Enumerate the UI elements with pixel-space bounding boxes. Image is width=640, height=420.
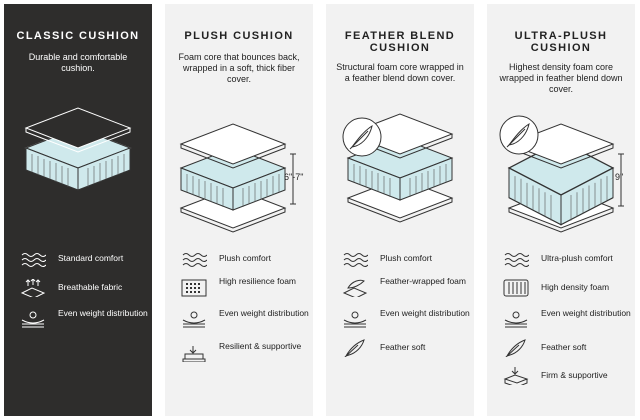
feature-item: Feather soft [503,336,631,362]
wave-icon [504,253,529,267]
height-measure: 9" [615,172,624,182]
feather-icon [343,339,365,357]
ultra-plush-cushion-panel: ULTRA-PLUSH CUSHION Highest density foam… [487,4,635,416]
classic-cushion-panel: CLASSIC CUSHION Durable and comfortable … [4,4,152,416]
feature-item: Even weight distribution [20,308,148,334]
feature-item: Feather-wrapped foam [342,276,470,302]
panel-description: Structural foam core wrapped in a feathe… [336,62,464,83]
wave-icon [21,253,46,267]
cushion-stack-illustration [180,123,296,233]
feature-item: Plush comfort [181,247,309,273]
feature-item: Even weight distribution [181,308,309,334]
feature-item: Firm & supportive [503,364,631,390]
panel-title: PLUSH CUSHION [184,30,294,42]
feature-item: Even weight distribution [342,308,470,334]
even-weight-icon [182,311,206,328]
panel-description: Highest density foam core wrapped in fea… [499,62,623,94]
feature-item: Plush comfort [342,247,470,273]
panel-description: Foam core that bounces back, wrapped in … [178,52,300,84]
feather-blend-cushion-panel: FEATHER BLEND CUSHION Structural foam co… [326,4,474,416]
panel-description: Durable and comfortable cushion. [28,52,128,73]
cushion-stack-illustration [499,115,624,233]
feature-item: Even weight distribution [503,308,631,334]
cushion-stack-illustration [342,113,453,223]
height-measure: 6"-7" [284,172,304,182]
feature-item: Ultra-plush comfort [503,247,631,273]
breathable-fabric-icon [21,279,45,297]
feature-item: High resilience foam [181,276,309,302]
panel-title: FEATHER BLEND CUSHION [344,30,456,54]
feather-icon [504,339,526,357]
high-resilience-foam-icon [181,279,207,297]
high-density-foam-icon [503,279,529,297]
panel-title: ULTRA-PLUSH CUSHION [514,30,608,54]
feature-item: Feather soft [342,336,470,362]
resilient-supportive-icon [182,345,206,362]
feature-item: Standard comfort [20,247,148,273]
plush-cushion-panel: PLUSH CUSHION Foam core that bounces bac… [165,4,313,416]
even-weight-icon [21,311,45,328]
feature-item: Resilient & supportive [181,341,309,367]
even-weight-icon [343,311,367,328]
cushion-stack-illustration [25,107,131,191]
feature-item: Breathable fabric [20,276,148,302]
even-weight-icon [504,311,528,328]
panel-title: CLASSIC CUSHION [16,30,140,42]
firm-supportive-icon [504,367,528,385]
wave-icon [182,253,207,267]
wave-icon [343,253,368,267]
feature-item: High density foam [503,276,631,302]
feather-wrapped-foam-icon [343,279,367,297]
